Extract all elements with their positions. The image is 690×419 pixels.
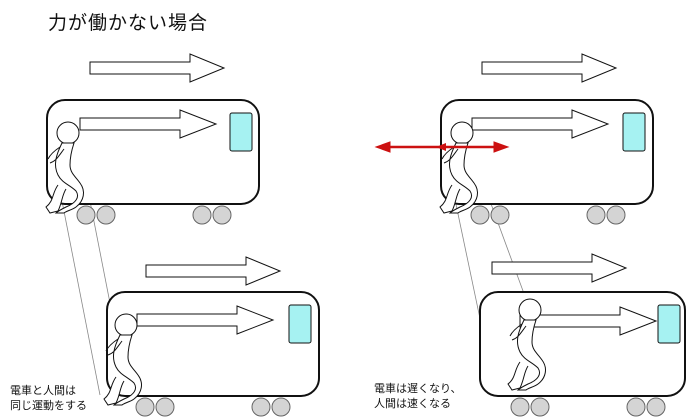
train-window: [229, 112, 253, 152]
wheel-icon: [135, 397, 155, 417]
train-window: [657, 304, 681, 344]
wheel-icon: [530, 397, 550, 417]
wheel-icon: [271, 397, 291, 417]
right-caption-line1: 電車は遅くなり、: [374, 382, 462, 395]
velocity-arrow: [481, 53, 617, 83]
wheel-icon: [155, 397, 175, 417]
train-top-right: [374, 53, 654, 225]
velocity-arrow: [491, 253, 627, 283]
train-bottom-right: [479, 253, 686, 417]
right-panel: [374, 53, 686, 417]
force-arrow: [374, 141, 510, 153]
page-title: 力が働かない場合: [48, 12, 209, 34]
train-bottom-left: [103, 256, 320, 417]
wheel-icon: [606, 205, 626, 225]
left-panel: [45, 53, 320, 417]
right-caption-line2: 人間は速くなる: [374, 397, 451, 410]
wheel-icon: [96, 205, 116, 225]
wheel-icon: [490, 205, 510, 225]
velocity-arrow: [145, 256, 281, 286]
train-top-left: [45, 53, 260, 225]
wheel-icon: [212, 205, 232, 225]
left-caption-line1: 電車と人間は: [10, 384, 76, 397]
left-caption-line2: 同じ運動をする: [10, 399, 87, 412]
wheel-icon: [192, 205, 212, 225]
right-caption: 電車は遅くなり、 人間は速くなる: [374, 381, 462, 411]
train-window: [622, 112, 646, 152]
left-caption: 電車と人間は 同じ運動をする: [10, 383, 87, 413]
wheel-icon: [626, 397, 646, 417]
train-window: [288, 304, 312, 344]
wheel-icon: [251, 397, 271, 417]
velocity-arrow: [89, 53, 225, 83]
wheel-icon: [470, 205, 490, 225]
wheel-icon: [586, 205, 606, 225]
wheel-icon: [646, 397, 666, 417]
train-body: [479, 291, 686, 397]
wheel-icon: [510, 397, 530, 417]
wheel-icon: [76, 205, 96, 225]
